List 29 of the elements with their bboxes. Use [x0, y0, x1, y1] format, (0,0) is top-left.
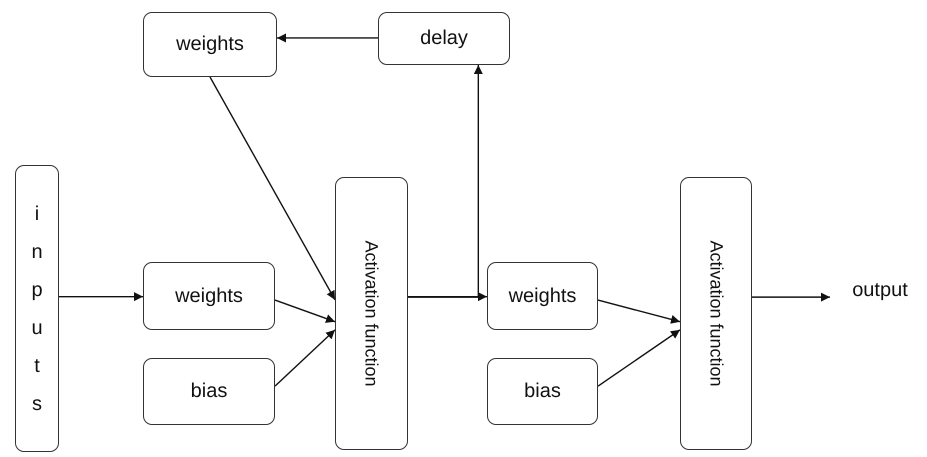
node-label: Activation function: [706, 240, 726, 387]
node-label: bias: [190, 380, 228, 403]
process-box: [143, 262, 275, 330]
arrow: [277, 33, 378, 42]
process-box: [487, 358, 598, 425]
node-label: inputs: [31, 202, 43, 416]
arrow: [274, 329, 336, 387]
process-box: [15, 165, 59, 452]
process-box: [143, 358, 275, 425]
process-box: [487, 262, 598, 330]
activation-box: [680, 177, 752, 450]
node-label: bias: [524, 380, 561, 403]
node-label: weights: [508, 284, 576, 308]
process-box: [143, 12, 277, 77]
arrow: [752, 292, 830, 302]
arrow: [408, 292, 487, 302]
arrow: [209, 76, 336, 300]
arrow: [598, 299, 680, 324]
node-label: delay: [420, 27, 468, 50]
process-box: [378, 12, 510, 65]
activation-box: [335, 177, 408, 450]
output-label: output: [852, 278, 908, 302]
arrow: [59, 292, 143, 302]
arrow: [408, 65, 483, 298]
arrow: [274, 299, 336, 323]
node-label: weights: [175, 284, 243, 308]
arrow: [598, 329, 680, 387]
node-label: weights: [176, 33, 244, 56]
node-label: Activation function: [361, 240, 382, 387]
